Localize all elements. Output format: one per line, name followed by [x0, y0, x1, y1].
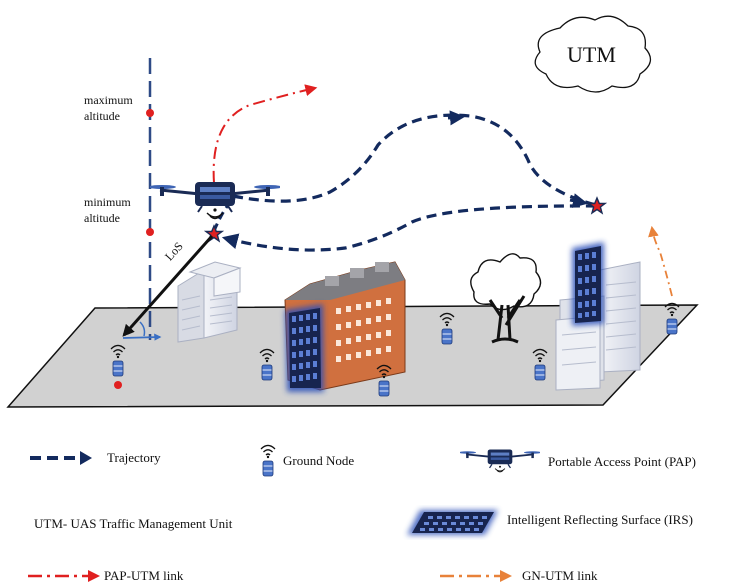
trajectory-lower: [221, 204, 597, 252]
legend-pap-icon: [460, 448, 540, 473]
legend-ground-node-label: Ground Node: [283, 453, 355, 468]
pap-utm-link-path: [212, 84, 318, 184]
min-altitude-label-line2: altitude: [84, 211, 120, 225]
legend-ground-node-icon: [260, 444, 276, 477]
legend-irs-label: Intelligent Reflecting Surface (IRS): [507, 512, 693, 527]
legend-trajectory-arrowhead: [80, 451, 92, 465]
glass-building-right: [555, 261, 641, 391]
legend-gn-utm-arrowhead: [500, 570, 512, 582]
irs-panel-center: [285, 304, 324, 392]
los-angle-h: [122, 333, 162, 341]
ground-node-marker: [114, 381, 122, 389]
max-altitude-label-line2: altitude: [84, 109, 120, 123]
max-altitude-label: maximum altitude: [84, 92, 133, 124]
legend-utm-unit-label: UTM- UAS Traffic Management Unit: [34, 516, 233, 531]
pap-drone: [150, 180, 280, 220]
los-line: [122, 235, 214, 337]
min-altitude-marker: [146, 228, 154, 236]
legend-pap-utm-label: PAP-UTM link: [104, 568, 184, 583]
min-altitude-label: minimum altitude: [84, 194, 131, 226]
legend-gn-utm-label: GN-UTM link: [522, 568, 598, 583]
min-altitude-label-line1: minimum: [84, 195, 131, 209]
glass-building-left: [177, 261, 242, 343]
utm-cloud-label: UTM: [567, 42, 616, 67]
legend-pap-label: Portable Access Point (PAP): [548, 454, 696, 469]
trajectory-start: [212, 196, 236, 232]
gn-utm-link-path: [648, 225, 673, 297]
utm-cloud: [534, 15, 652, 93]
max-altitude-label-line1: maximum: [84, 93, 133, 107]
tree: [470, 253, 542, 344]
legend-pap-utm-arrowhead: [88, 570, 100, 582]
max-altitude-marker: [146, 109, 154, 117]
trajectory-right-arrow: [569, 193, 588, 209]
irs-panel-right: [572, 242, 604, 326]
waypoint-star-end: [588, 197, 606, 214]
legend-irs-icon: [407, 510, 498, 535]
trajectory-upper-arrow: [447, 110, 465, 126]
legend-trajectory-label: Trajectory: [107, 450, 161, 465]
los-angle-arc: [139, 321, 146, 337]
trajectory-upper: [232, 113, 597, 207]
